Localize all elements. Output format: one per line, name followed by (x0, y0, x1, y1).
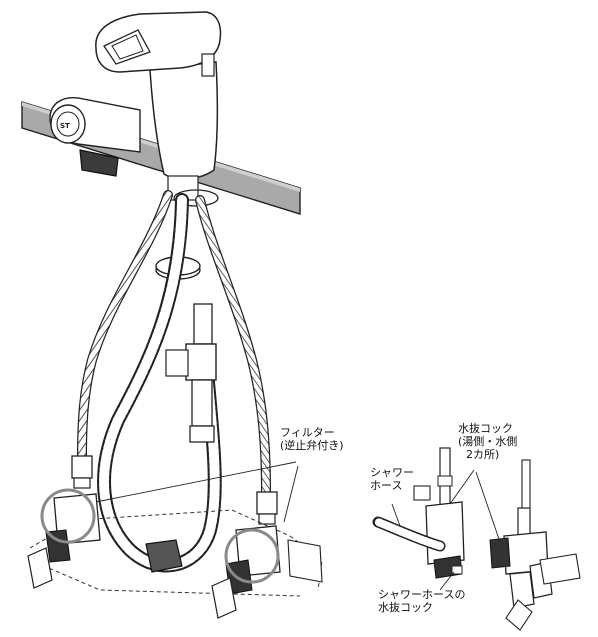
handle-marking: ST (60, 122, 70, 130)
shower-hose-label-line1: シャワー (370, 466, 414, 479)
hose-drain-cock-label-line2: 水抜コック (378, 601, 433, 614)
right-supply-hose (195, 195, 278, 525)
filter-label-line1: フィルター (280, 426, 335, 439)
drain-cock-label: 水抜コック (湯側・水側 2カ所) (458, 422, 517, 461)
center-pipe (165, 303, 217, 443)
wall-outline (29, 509, 323, 597)
shower-hose-loop (97, 193, 222, 573)
drain-cock-detail (372, 447, 581, 631)
hose-drain-cock-label-line1: シャワーホースの (378, 588, 466, 601)
right-stop-valve (211, 525, 323, 619)
filter-label-line2: (逆止弁付き) (280, 439, 344, 452)
drain-cock-label-line2: (湯側・水側 (458, 435, 518, 448)
drain-cock-label-line3: 2カ所) (466, 448, 500, 461)
drain-cock-label-line1: 水抜コック (458, 422, 513, 435)
detail-leaders (391, 469, 501, 591)
shower-hose-label: シャワー ホース (370, 466, 414, 492)
filter-label: フィルター (逆止弁付き) (280, 426, 344, 452)
hose-drain-cock-label: シャワーホースの 水抜コック (378, 588, 465, 614)
left-supply-hose (71, 190, 173, 489)
filter-leaders (95, 461, 299, 523)
shower-hose-label-line2: ホース (370, 479, 403, 492)
left-stop-valve (27, 488, 101, 589)
faucet-body: ST (49, 11, 222, 180)
